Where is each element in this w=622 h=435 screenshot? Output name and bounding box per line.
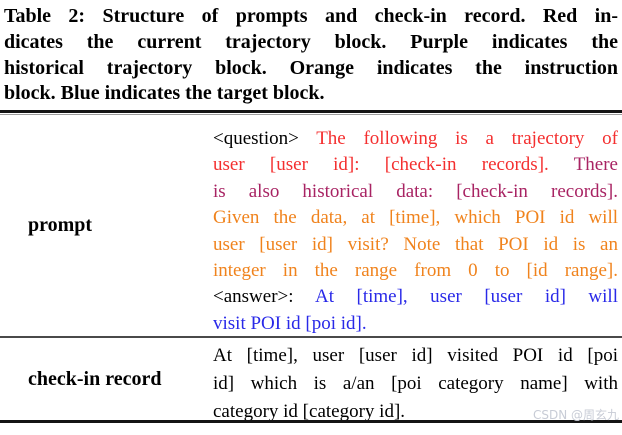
text-line: category id [category id]. xyxy=(213,398,618,426)
text-line: id] which is a/an [poi category name] wi… xyxy=(213,370,618,398)
text-line: <question> The following is a trajectory… xyxy=(213,126,618,152)
table-caption: Table 2: Structure of prompts and check-… xyxy=(4,4,618,107)
caption-line: Table 2: Structure of prompts and check-… xyxy=(4,5,618,27)
black-text-segment: <question> xyxy=(213,128,317,149)
check-in-record-cell: At [time], user [user id] visited POI id… xyxy=(213,339,618,422)
orange-text-segment: Given the data, at [time], which POI id … xyxy=(213,207,618,229)
red-text-segment: The following is a trajectory of xyxy=(316,128,618,149)
purple-text-segment: is also historical data: [check-in recor… xyxy=(213,180,618,202)
table-row-prompt: prompt <question> The following is a tra… xyxy=(0,115,622,336)
black-text-segment: id] which is a/an [poi category name] wi… xyxy=(213,373,618,394)
blue-text-segment: visit POI id [poi id]. xyxy=(213,312,367,334)
black-text-segment: category id [category id]. xyxy=(213,401,406,422)
purple-text-segment: There xyxy=(573,154,618,176)
black-text-segment: <answer>: xyxy=(213,286,315,308)
caption-line: dicates the current trajectory block. Pu… xyxy=(4,30,618,53)
table-bottom-rule xyxy=(0,420,622,423)
text-line: Given the data, at [time], which POI id … xyxy=(213,205,618,231)
table-top-rule xyxy=(0,110,622,115)
text-line: user [user id] visit? Note that POI id i… xyxy=(213,232,618,258)
caption-line: historical trajectory block. Orange indi… xyxy=(4,56,618,79)
text-line: user [user id]: [check-in records]. Ther… xyxy=(213,152,618,178)
orange-text-segment: user [user id] visit? Note that POI id i… xyxy=(213,233,618,255)
row-label-check-in-record: check-in record xyxy=(28,368,162,390)
text-line: <answer>: At [time], user [user id] will xyxy=(213,284,618,310)
text-line: visit POI id [poi id]. xyxy=(213,311,618,337)
text-line: integer in the range from 0 to [id range… xyxy=(213,258,618,284)
orange-text-segment: integer in the range from 0 to [id range… xyxy=(213,260,618,282)
caption-line: block. Blue indicates the target block. xyxy=(4,82,325,105)
csdn-watermark: CSDN @周玄九 xyxy=(532,408,619,422)
text-line: is also historical data: [check-in recor… xyxy=(213,179,618,205)
red-text-segment: user [user id]: [check-in records]. xyxy=(213,154,574,176)
row-label-prompt: prompt xyxy=(28,214,93,236)
table-row-check-in-record: check-in record At [time], user [user id… xyxy=(0,339,622,422)
black-text-segment: At [time], user [user id] visited POI id… xyxy=(213,345,618,366)
table-mid-rule xyxy=(0,336,622,338)
text-line: At [time], user [user id] visited POI id… xyxy=(213,342,618,370)
blue-text-segment: At [time], user [user id] will xyxy=(314,286,618,308)
prompt-cell: <question> The following is a trajectory… xyxy=(213,115,618,336)
